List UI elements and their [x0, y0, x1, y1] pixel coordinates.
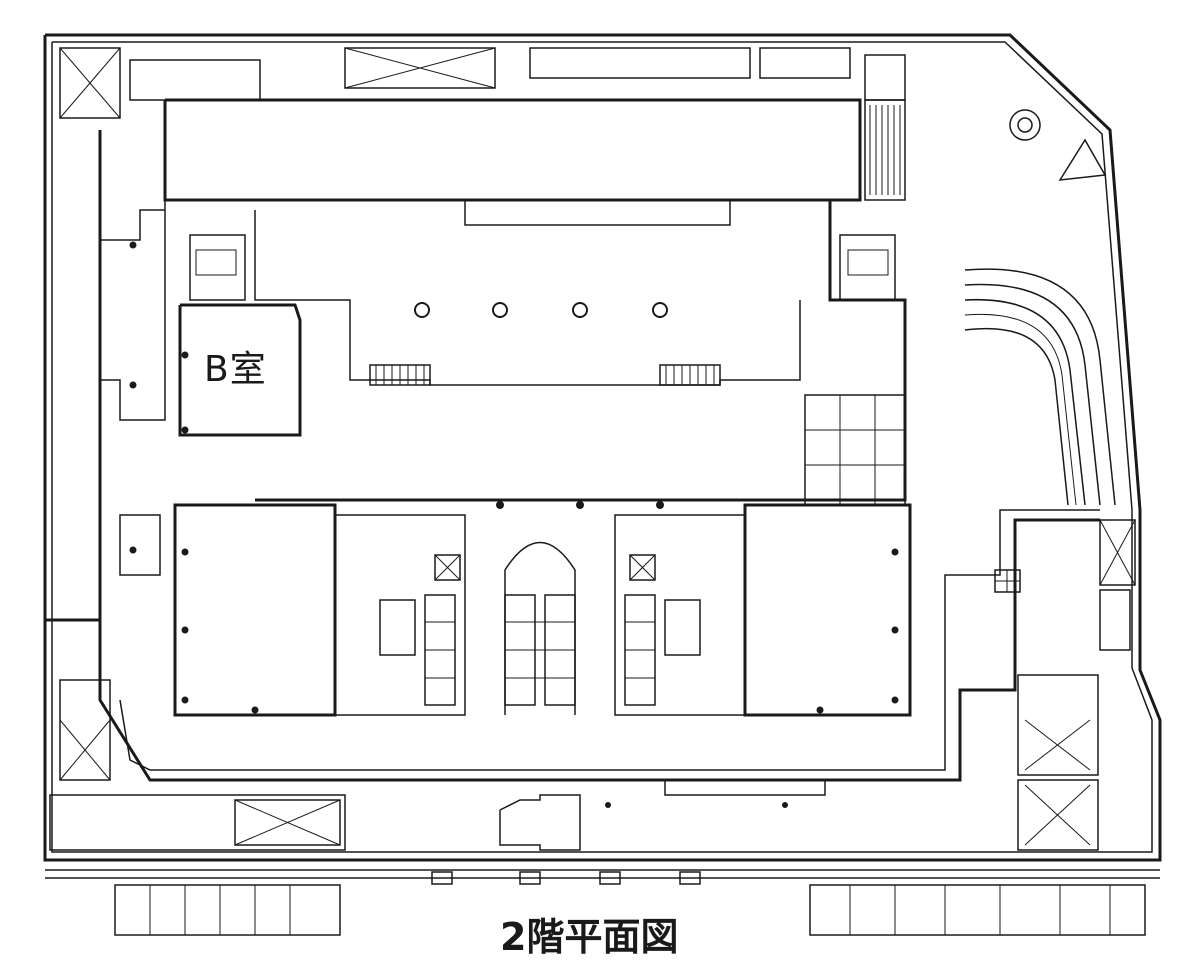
west-wing — [45, 130, 166, 622]
north-rooms — [59, 47, 906, 119]
plan-title: 2階平面図 — [500, 915, 679, 959]
sw-rooms — [49, 679, 346, 851]
entrance-hall — [254, 198, 907, 509]
exterior-strip — [114, 871, 1146, 936]
office-west — [173, 503, 337, 717]
curved-ramp — [964, 268, 1116, 506]
office-east — [743, 503, 912, 717]
courtyard — [163, 98, 906, 202]
se-rooms — [1017, 519, 1136, 851]
room-b — [178, 303, 302, 437]
ev-hall-east — [804, 234, 906, 506]
stair-east — [869, 105, 901, 195]
entrance-stair-west — [369, 364, 431, 386]
ev-hall-west — [189, 234, 246, 301]
outer-wall — [43, 33, 1162, 879]
entrance-stair-east — [659, 364, 721, 386]
south-corridor — [98, 509, 1100, 796]
core — [334, 514, 746, 716]
room-b-label: B室 — [204, 349, 267, 390]
south-small-room — [499, 794, 788, 851]
ne-features — [1009, 109, 1107, 181]
